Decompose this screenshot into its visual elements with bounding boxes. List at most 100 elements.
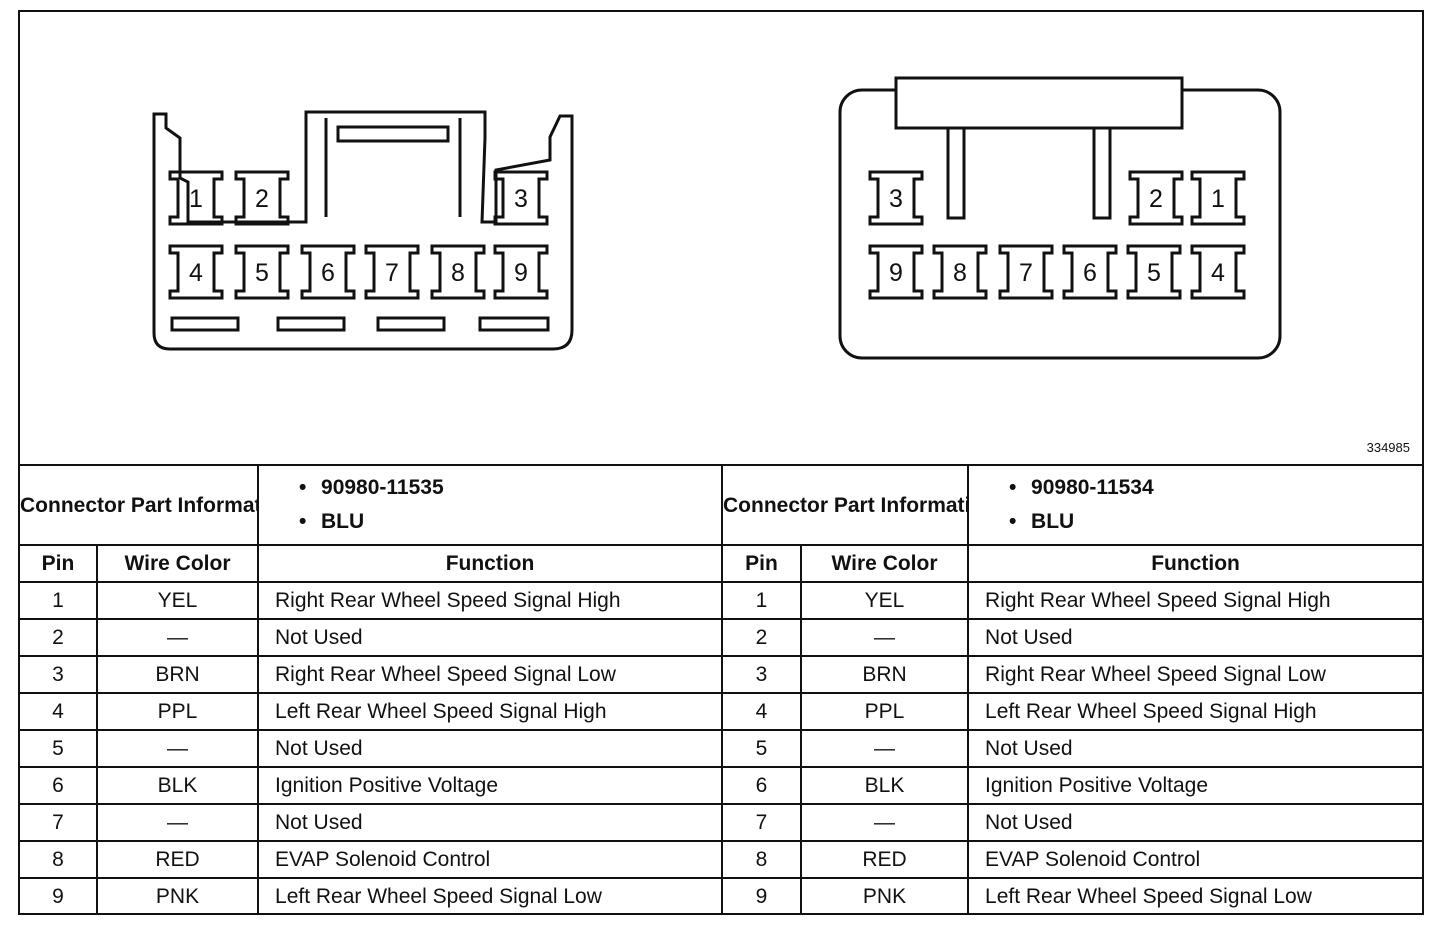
function-cell: Left Rear Wheel Speed Signal High bbox=[257, 692, 724, 731]
connector-pinout-table: Connector Part Information •90980-11535 … bbox=[20, 464, 1423, 914]
pin-cell: 1 bbox=[20, 581, 98, 620]
right-connector-parts: •90980-11534 •BLU bbox=[967, 465, 1423, 546]
right-pin-terminal: 7 bbox=[998, 244, 1054, 300]
wire-color-cell: RED bbox=[95, 840, 260, 879]
right-pin-number: 1 bbox=[1211, 185, 1225, 213]
pin-cell: 4 bbox=[721, 692, 803, 731]
left-pin-terminal: 6 bbox=[300, 244, 356, 300]
right-pin-terminal-outline bbox=[932, 244, 988, 300]
left-slot-1 bbox=[170, 316, 240, 332]
wire-color-cell: BRN bbox=[800, 655, 970, 694]
right-pin-terminal-outline bbox=[1190, 170, 1246, 226]
wire-color-cell: PNK bbox=[95, 877, 260, 914]
connector-info-row: Connector Part Information •90980-11535 … bbox=[20, 465, 1423, 546]
function-cell: Left Rear Wheel Speed Signal Low bbox=[967, 877, 1423, 914]
table-row: 5 — Not Used 5 — Not Used bbox=[20, 729, 1423, 768]
wire-color-cell: PPL bbox=[95, 692, 260, 731]
right-pin-number: 7 bbox=[1019, 259, 1033, 287]
table-row: 6 BLK Ignition Positive Voltage 6 BLK Ig… bbox=[20, 766, 1423, 805]
pin-cell: 5 bbox=[20, 729, 98, 768]
wire-color-cell: — bbox=[800, 618, 970, 657]
left-pin-terminal: 7 bbox=[364, 244, 420, 300]
function-cell: Not Used bbox=[257, 729, 724, 768]
left-color-line: •BLU bbox=[299, 505, 720, 539]
right-part-number-line: •90980-11534 bbox=[1009, 471, 1422, 505]
right-pin-number: 6 bbox=[1083, 259, 1097, 287]
pin-cell: 4 bbox=[20, 692, 98, 731]
wire-color-cell: — bbox=[95, 729, 260, 768]
left-pin-number: 7 bbox=[385, 259, 399, 287]
left-pin-number: 9 bbox=[514, 259, 528, 287]
table-row: 3 BRN Right Rear Wheel Speed Signal Low … bbox=[20, 655, 1423, 694]
bullet-icon: • bbox=[1009, 476, 1017, 499]
function-cell: Not Used bbox=[967, 618, 1423, 657]
bullet-icon: • bbox=[1009, 510, 1017, 533]
left-pin-number: 1 bbox=[189, 185, 203, 213]
right-pin-header: Pin bbox=[721, 544, 803, 583]
bullet-icon: • bbox=[299, 476, 307, 499]
right-pin-terminal-outline bbox=[1126, 244, 1182, 300]
pin-cell: 8 bbox=[721, 840, 803, 879]
pin-cell: 9 bbox=[20, 877, 98, 914]
left-function-header: Function bbox=[257, 544, 724, 583]
left-slot-2 bbox=[276, 316, 346, 332]
left-pin-terminal-outline bbox=[364, 244, 420, 300]
right-pin-terminal: 6 bbox=[1062, 244, 1118, 300]
wire-color-cell: BLK bbox=[95, 766, 260, 805]
table-row: 9 PNK Left Rear Wheel Speed Signal Low 9… bbox=[20, 877, 1423, 914]
right-pin-terminal-outline bbox=[998, 244, 1054, 300]
function-cell: Not Used bbox=[257, 618, 724, 657]
right-pin-number: 2 bbox=[1149, 185, 1163, 213]
right-pin-terminal-outline bbox=[1190, 244, 1246, 300]
right-pin-terminal: 4 bbox=[1190, 244, 1246, 300]
left-pin-terminal: 4 bbox=[168, 244, 224, 300]
left-pin-terminal-outline bbox=[300, 244, 356, 300]
left-part-number: 90980-11535 bbox=[321, 476, 444, 499]
function-cell: Not Used bbox=[257, 803, 724, 842]
function-cell: Ignition Positive Voltage bbox=[257, 766, 724, 805]
function-cell: Left Rear Wheel Speed Signal Low bbox=[257, 877, 724, 914]
table-row: 7 — Not Used 7 — Not Used bbox=[20, 803, 1423, 842]
wire-color-cell: RED bbox=[800, 840, 970, 879]
table-row: 4 PPL Left Rear Wheel Speed Signal High … bbox=[20, 692, 1423, 731]
left-pin-number: 8 bbox=[451, 259, 465, 287]
right-pin-terminal: 2 bbox=[1128, 170, 1184, 226]
pin-cell: 5 bbox=[721, 729, 803, 768]
pin-cell: 6 bbox=[721, 766, 803, 805]
left-pin-number: 2 bbox=[255, 185, 269, 213]
table-row: 1 YEL Right Rear Wheel Speed Signal High… bbox=[20, 581, 1423, 620]
right-pin-terminal: 8 bbox=[932, 244, 988, 300]
function-cell: Right Rear Wheel Speed Signal Low bbox=[967, 655, 1423, 694]
function-cell: EVAP Solenoid Control bbox=[967, 840, 1423, 879]
pin-cell: 8 bbox=[20, 840, 98, 879]
function-cell: Left Rear Wheel Speed Signal High bbox=[967, 692, 1423, 731]
left-connector-outline bbox=[152, 110, 574, 351]
column-header-row: Pin Wire Color Function Pin Wire Color F… bbox=[20, 544, 1423, 583]
left-pin-terminal: 2 bbox=[234, 170, 290, 226]
wire-color-cell: — bbox=[95, 803, 260, 842]
left-wire-header: Wire Color bbox=[95, 544, 260, 583]
right-post-right bbox=[1092, 126, 1112, 220]
right-pin-terminal: 3 bbox=[868, 170, 924, 226]
wire-color-cell: YEL bbox=[95, 581, 260, 620]
right-pin-number: 3 bbox=[889, 185, 903, 213]
wire-color-cell: BRN bbox=[95, 655, 260, 694]
right-color-line: •BLU bbox=[1009, 505, 1422, 539]
function-cell: EVAP Solenoid Control bbox=[257, 840, 724, 879]
function-cell: Right Rear Wheel Speed Signal High bbox=[257, 581, 724, 620]
left-pin-terminal: 5 bbox=[234, 244, 290, 300]
right-pin-terminal-outline bbox=[1062, 244, 1118, 300]
left-pin-terminal: 8 bbox=[430, 244, 486, 300]
function-cell: Right Rear Wheel Speed Signal High bbox=[967, 581, 1423, 620]
table-row: 8 RED EVAP Solenoid Control 8 RED EVAP S… bbox=[20, 840, 1423, 879]
wire-color-cell: — bbox=[800, 729, 970, 768]
right-pin-terminal-outline bbox=[868, 244, 924, 300]
right-pin-terminal-outline bbox=[868, 170, 924, 226]
left-pin-header: Pin bbox=[20, 544, 98, 583]
left-pin-terminal-outline bbox=[168, 244, 224, 300]
